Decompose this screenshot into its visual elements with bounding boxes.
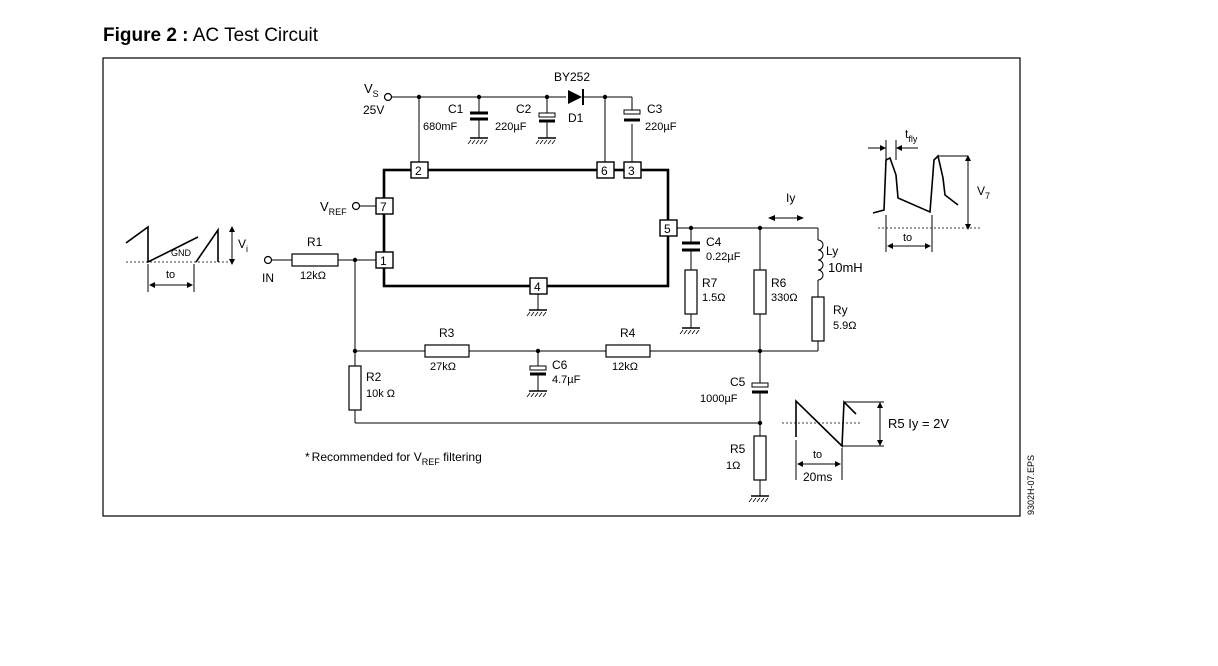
resistor-ry [811, 296, 825, 342]
resistor-r2-branch: R2 10k Ω [348, 351, 763, 426]
waveform-flyback: V7 tfly to [868, 127, 990, 252]
pin-6-label: 6 [601, 164, 608, 178]
ic-pins: 2 6 3 7 1 5 4 [375, 161, 678, 295]
c2-ref-label: C2 [516, 102, 532, 116]
input-period-label: to [166, 269, 175, 281]
resistor-r2 [348, 365, 362, 411]
pin-5-label: 5 [664, 222, 671, 236]
diode-ref-label: D1 [568, 111, 584, 125]
waveform-r5: R5 Iy = 2V to 20ms [782, 399, 949, 484]
resistor-r5 [753, 435, 767, 481]
r4-value-label: 12kΩ [612, 361, 638, 373]
r5-period-label: to [813, 449, 822, 461]
c3-ref-label: C3 [647, 102, 663, 116]
side-code-label: 9302H-07.EPS [1026, 455, 1036, 515]
c1-ref-label: C1 [448, 102, 464, 116]
r5-duration-label: 20ms [803, 470, 832, 484]
c5-ref-label: C5 [730, 375, 746, 389]
r7-ref-label: R7 [702, 276, 718, 290]
flyback-period-label: to [903, 232, 912, 244]
r2-value-label: 10k Ω [366, 388, 395, 400]
r6-ref-label: R6 [771, 276, 787, 290]
vref-label: VREF [320, 199, 347, 217]
r1-ref-label: R1 [307, 235, 323, 249]
c4-ref-label: C4 [706, 235, 722, 249]
r5-value-label: 1Ω [726, 460, 740, 472]
gnd-label: GND [171, 248, 192, 258]
resistor-r4 [605, 344, 651, 358]
c5-value-label: 1000µF [700, 393, 738, 405]
vref-terminal: VREF [320, 199, 376, 217]
footnote: *Recommended for VREF filtering [305, 450, 482, 467]
figure-frame [102, 57, 1021, 517]
ly-ref-label: Ly [826, 244, 838, 258]
r5-ref-label: R5 [730, 442, 746, 456]
tfly-label: tfly [905, 127, 918, 144]
pin-2-label: 2 [415, 164, 422, 178]
diode-d1: BY252 D1 [554, 70, 590, 125]
r2-ref-label: R2 [366, 370, 382, 384]
capacitor-c1: C1 680mF [423, 97, 489, 145]
ly-value-label: 10mH [828, 260, 863, 275]
c4-value-label: 0.22µF [706, 251, 741, 263]
c6-value-label: 4.7µF [552, 374, 581, 386]
r4-ref-label: R4 [620, 326, 636, 340]
footnote-text: *Recommended for VREF filtering [305, 450, 482, 467]
supply-terminal: VS 25V [363, 81, 393, 117]
resistor-r3 [424, 344, 470, 358]
figure-number: Figure 2 : [103, 25, 189, 46]
ic-body [382, 168, 670, 288]
input-network: IN R1 12kΩ [262, 235, 376, 351]
resistor-r1 [291, 253, 339, 267]
figure-caption: AC Test Circuit [192, 25, 319, 46]
resistor-r7 [684, 269, 698, 315]
v7-label: V7 [977, 184, 990, 201]
c6-ref-label: C6 [552, 358, 568, 372]
capacitor-c3: C3 220µF [623, 102, 677, 133]
r7-value-label: 1.5Ω [702, 292, 726, 304]
pin-4-label: 4 [534, 280, 541, 294]
r3-value-label: 27kΩ [430, 361, 456, 373]
input-label: IN [262, 271, 274, 285]
c1-value-label: 680mF [423, 121, 458, 133]
feedback-network: R3 27kΩ R4 12kΩ C6 4.7µF [352, 326, 818, 398]
inductor-ly [817, 239, 824, 281]
pin-1-label: 1 [380, 254, 387, 268]
resistor-r6 [753, 269, 767, 315]
pin-3-label: 3 [628, 164, 635, 178]
diode-part-label: BY252 [554, 70, 590, 84]
c2-value-label: 220µF [495, 121, 527, 133]
r6-value-label: 330Ω [771, 292, 798, 304]
r3-ref-label: R3 [439, 326, 455, 340]
c3-value-label: 220µF [645, 121, 677, 133]
capacitor-c2: C2 220µF [495, 97, 557, 145]
r1-value-label: 12kΩ [300, 270, 326, 282]
r5-amplitude-label: R5 Iy = 2V [888, 416, 949, 431]
ry-value-label: 5.9Ω [833, 320, 857, 332]
ry-ref-label: Ry [833, 303, 848, 317]
figure-title: Figure 2 : AC Test Circuit [103, 25, 318, 47]
output-network: C4 0.22µF R7 1.5Ω R6 330Ω Ly 10mH Ry 5.9… [677, 191, 863, 503]
current-label: Iy [786, 191, 795, 205]
vi-label: Vi [238, 237, 248, 254]
supply-terminal-circle [383, 92, 393, 102]
supply-label: VS [364, 81, 379, 99]
waveform-input: GND Vi to [125, 225, 248, 292]
pin-7-label: 7 [380, 200, 387, 214]
supply-voltage: 25V [363, 103, 384, 117]
